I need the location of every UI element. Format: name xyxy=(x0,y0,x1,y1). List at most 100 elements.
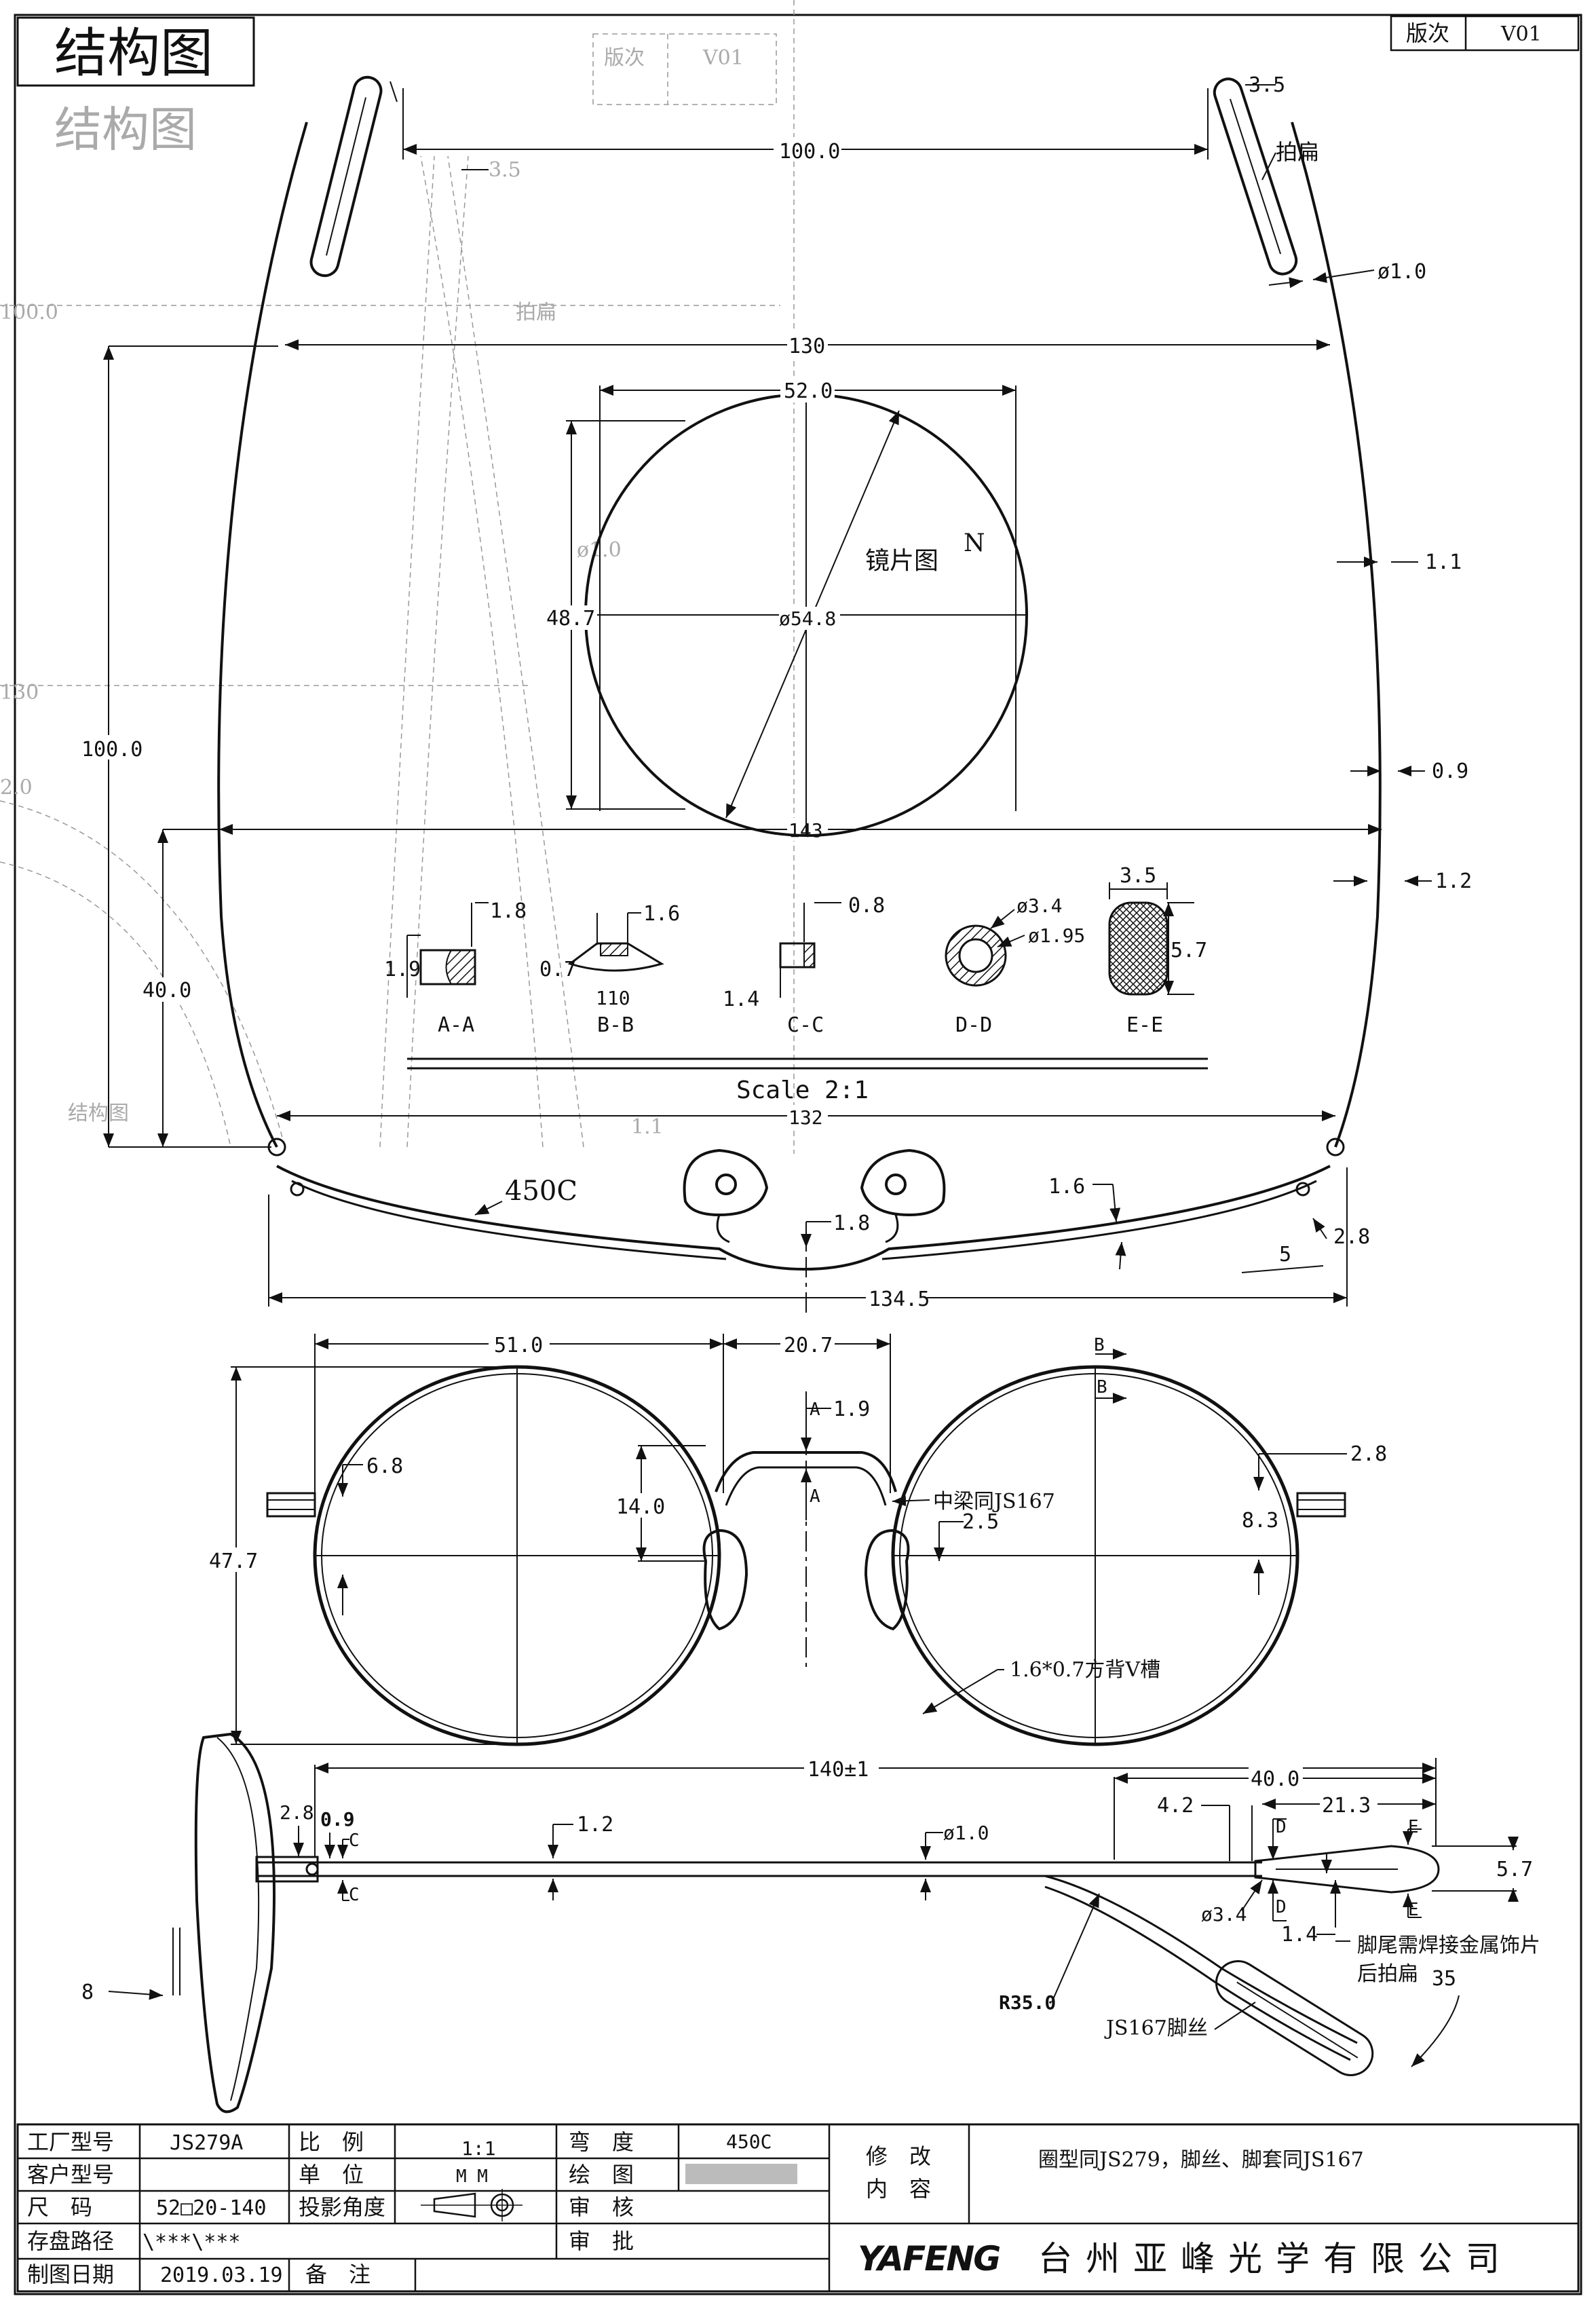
projection-symbol-icon xyxy=(421,2189,522,2221)
lens-view-label: 镜片图 xyxy=(865,547,938,575)
dim-pad-height: 14.0 xyxy=(616,1495,665,1519)
revision-box: 版次 V01 xyxy=(1390,15,1580,52)
company-logo: YAFENG xyxy=(858,2239,1000,2278)
dim-bridge-1-8: 1.8 xyxy=(833,1212,870,1235)
dim-angle-5: 5 xyxy=(1279,1243,1291,1266)
mark-b-mid: B xyxy=(1097,1377,1107,1397)
dim-hinge-8-3: 8.3 xyxy=(1242,1509,1278,1533)
note-bridge: 中梁同JS167 xyxy=(933,1490,1055,1514)
dim-4-2: 4.2 xyxy=(1157,1794,1194,1818)
dim-tip-length: 40.0 xyxy=(1251,1767,1299,1791)
tb-unit-value: M M xyxy=(456,2166,488,2187)
section-a-d1: 1.8 xyxy=(490,899,527,923)
dim-pad-1-9: 1.9 xyxy=(833,1397,870,1421)
section-e-d1: 3.5 xyxy=(1120,864,1156,888)
dim-pad-2-5: 2.5 xyxy=(962,1510,999,1534)
dim-bridge-1-6: 1.6 xyxy=(1048,1175,1085,1199)
section-b-d2: 0.7 xyxy=(539,958,576,981)
tb-ratio-value: 1:1 xyxy=(461,2137,496,2160)
section-views: 1.8 1.9 A-A 1.6 0.7 110 B-B 0.8 1.4 C-C … xyxy=(384,864,1208,1104)
dim-21-3: 21.3 xyxy=(1322,1794,1371,1818)
mark-e-bottom: E xyxy=(1408,1900,1419,1920)
lens-north-mark: N xyxy=(964,529,985,557)
tb-path-label: 存盘路径 xyxy=(27,2228,114,2254)
dim-side-3-4: ø3.4 xyxy=(1201,1903,1247,1926)
note-weld: 脚尾需焊接金属饰片 xyxy=(1357,1934,1540,1957)
section-b-d3: 110 xyxy=(596,987,630,1009)
dim-depth-40: 40.0 xyxy=(142,979,191,1002)
dim-front-span: 132 xyxy=(788,1106,823,1129)
svg-text:V01: V01 xyxy=(702,46,744,70)
dim-lens-width: 52.0 xyxy=(784,379,833,403)
tb-review-label: 审 核 xyxy=(569,2194,634,2220)
dim-tip-span: 100.0 xyxy=(779,140,840,164)
section-e-d2: 5.7 xyxy=(1171,939,1207,962)
mark-c-top: C xyxy=(349,1831,360,1851)
section-d-d1: ø3.4 xyxy=(1016,895,1062,917)
sheet-title-box: 结构图 xyxy=(16,16,255,87)
tb-curve-label: 弯 度 xyxy=(569,2129,634,2155)
dim-eye-size: 51.0 xyxy=(494,1334,543,1357)
svg-text:130: 130 xyxy=(0,681,39,705)
section-b-d1: 1.6 xyxy=(643,902,680,926)
top-view: 100.0 3.5 拍扁 ø1.0 130 100.0 40.0 1.1 0.9… xyxy=(78,73,1472,1317)
tb-revise-content: 圈型同JS279，脚丝、脚套同JS167 xyxy=(1038,2148,1364,2172)
section-c-d1: 0.8 xyxy=(848,894,885,918)
tb-approve-label: 审 批 xyxy=(569,2228,634,2254)
dim-front-height: 47.7 xyxy=(209,1550,258,1573)
dim-hinge-2-8-top: 2.8 xyxy=(1333,1225,1370,1249)
dim-side-1-2: 1.2 xyxy=(577,1813,613,1837)
dim-lens-height: 48.7 xyxy=(546,607,595,631)
sheet-border xyxy=(14,14,1582,2295)
tb-curve-value: 450C xyxy=(726,2130,772,2153)
dim-angle-35: 35 xyxy=(1432,1967,1456,1991)
dim-temple-span: 130 xyxy=(788,335,825,358)
mark-a-bottom: A xyxy=(810,1486,820,1507)
mark-d-bottom: D xyxy=(1276,1897,1287,1917)
svg-text:1.1: 1.1 xyxy=(631,1115,664,1139)
company-name: 台州亚峰光学有限公司 xyxy=(1038,2239,1513,2278)
tb-size-value: 52□20-140 xyxy=(156,2196,267,2220)
section-c-label: C-C xyxy=(787,1013,824,1037)
svg-text:2.0: 2.0 xyxy=(0,776,33,800)
note-temple: JS167脚丝 xyxy=(1104,2016,1208,2040)
dim-depth-100: 100.0 xyxy=(81,738,142,762)
dim-lens-diameter: ø54.8 xyxy=(779,607,836,630)
svg-text:拍扁: 拍扁 xyxy=(516,301,556,324)
svg-text:3.5: 3.5 xyxy=(489,158,521,182)
dim-radius: R35.0 xyxy=(999,1991,1056,2014)
redacted-name xyxy=(685,2164,797,2184)
section-b-label: B-B xyxy=(597,1013,634,1037)
note-flatten: 后拍扁 xyxy=(1357,1962,1418,1986)
dim-side-8: 8 xyxy=(81,1981,94,2004)
tb-remark-label: 备 注 xyxy=(305,2261,370,2287)
dim-side-1-4: 1.4 xyxy=(1281,1923,1318,1947)
dim-wire-dia: ø1.0 xyxy=(1378,260,1426,284)
tb-size-label: 尺 码 xyxy=(27,2194,92,2220)
revision-label: 版次 xyxy=(1406,20,1449,46)
dim-side-wire: ø1.0 xyxy=(943,1822,989,1844)
revision-value: V01 xyxy=(1500,22,1542,46)
base-curve-label: 450C xyxy=(505,1176,577,1207)
lens-view: 52.0 48.7 ø54.8 镜片图 N xyxy=(543,378,1028,837)
tb-projection-label: 投影角度 xyxy=(299,2194,385,2220)
dim-side-2-8: 2.8 xyxy=(280,1801,314,1824)
svg-text:结构图: 结构图 xyxy=(68,1102,129,1125)
dim-wire-0-9: 0.9 xyxy=(1432,759,1468,783)
tb-drawn-label: 绘 图 xyxy=(569,2162,634,2188)
tb-ratio-label: 比 例 xyxy=(299,2129,364,2155)
mark-a-top: A xyxy=(810,1400,820,1420)
dim-bridge-width: 20.7 xyxy=(784,1334,833,1357)
section-a-label: A-A xyxy=(438,1013,474,1037)
svg-text:结构图: 结构图 xyxy=(54,102,197,157)
tb-revise-label-2: 内 容 xyxy=(866,2176,931,2202)
front-view: 51.0 20.7 47.7 A A 1.9 B B 14.0 中梁同JS167… xyxy=(207,1332,1387,1746)
note-v-groove: 1.6*0.7方背V槽 xyxy=(1010,1658,1160,1682)
tb-unit-label: 单 位 xyxy=(299,2162,364,2188)
mark-e-top: E xyxy=(1408,1817,1419,1837)
section-d-d2: ø1.95 xyxy=(1028,924,1085,947)
title-block: 工厂型号 JS279A 比 例 1:1 弯 度 450C 客户型号 单 位 M … xyxy=(16,2123,1580,2293)
section-scale: Scale 2:1 xyxy=(736,1076,869,1104)
